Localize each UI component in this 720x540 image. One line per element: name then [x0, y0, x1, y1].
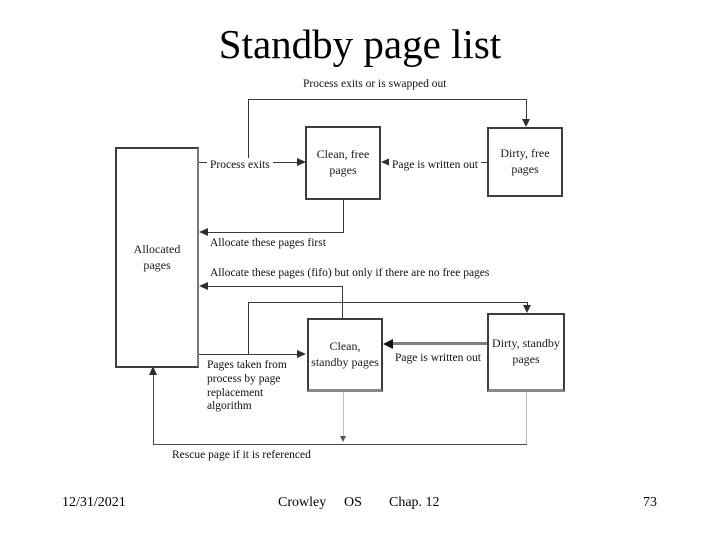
label-written-out-top: Page is written out — [389, 158, 481, 174]
footer-date: 12/31/2021 — [62, 495, 126, 510]
box-clean-standby-pages: Clean, standby pages — [307, 318, 383, 392]
arrow-into-clean-free-right-icon — [381, 158, 390, 166]
label-swapped-out: Process exits or is swapped out — [303, 78, 447, 90]
arrow-into-dirty-free-icon — [522, 119, 530, 127]
label-replacement: Pages taken from process by page replace… — [204, 358, 304, 416]
label-written-out-bottom: Page is written out — [392, 351, 484, 367]
box-allocated-pages: Allocated pages — [115, 147, 199, 368]
edge-swapped-out-right-drop — [526, 99, 527, 121]
edge-allocate-fifo-line — [208, 286, 343, 287]
arrow-into-clean-standby-left-icon — [297, 350, 306, 358]
edge-replacement-branch-riser — [248, 302, 249, 355]
edge-allocate-first-drop — [343, 200, 344, 233]
footer-author: Crowley — [278, 495, 327, 510]
edge-rescue-riser — [153, 375, 154, 444]
footer-page-number: 73 — [643, 495, 657, 510]
edge-swapped-out-line — [248, 99, 527, 100]
box-dirty-free-pages-label: Dirty, free pages — [500, 146, 550, 176]
edge-replacement-line — [199, 354, 297, 355]
arrow-into-allocated-fifo-icon — [199, 282, 208, 290]
edge-replacement-branch-drop — [527, 302, 528, 307]
label-rescue: Rescue page if it is referenced — [172, 449, 311, 461]
arrow-into-allocated-bottom-icon — [149, 366, 157, 375]
box-clean-standby-pages-label: Clean, standby pages — [311, 338, 379, 369]
box-allocated-pages-label: Allocated pages — [133, 241, 181, 272]
box-dirty-free-pages: Dirty, free pages — [487, 127, 563, 197]
footer-chapter: Chap. 12 — [389, 495, 440, 510]
edge-rescue-dirty-drop — [526, 392, 527, 444]
label-allocate-first: Allocate these pages first — [210, 237, 326, 249]
arrow-into-clean-standby-right-icon — [383, 339, 393, 349]
slide-title: Standby page list — [218, 21, 502, 67]
box-clean-free-pages-label: Clean, free pages — [316, 147, 370, 177]
arrow-rescue-junction-icon — [340, 436, 346, 442]
edge-written-out-bottom-line — [392, 342, 487, 345]
box-dirty-standby-pages-label: Dirty, standby pages — [492, 336, 560, 366]
footer-course: OS — [344, 495, 362, 510]
edge-allocate-first-line — [208, 232, 344, 233]
arrow-into-clean-free-left-icon — [297, 158, 306, 166]
label-allocate-fifo: Allocate these pages (fifo) but only if … — [210, 267, 490, 279]
edge-swapped-out-left-drop — [248, 99, 249, 163]
arrow-into-allocated-first-icon — [199, 228, 208, 236]
box-clean-free-pages: Clean, free pages — [305, 126, 381, 200]
label-process-exits: Process exits — [207, 158, 273, 174]
edge-replacement-branch-line — [248, 302, 528, 303]
edge-rescue-clean-drop — [343, 392, 344, 437]
edge-rescue-line — [153, 444, 527, 445]
box-dirty-standby-pages: Dirty, standby pages — [487, 313, 565, 392]
arrow-into-dirty-standby-icon — [523, 305, 531, 313]
